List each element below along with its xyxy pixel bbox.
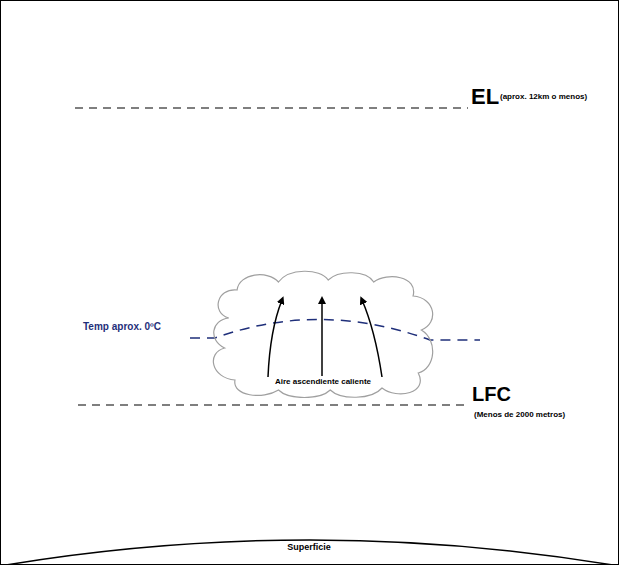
updraft-arrow [321, 300, 323, 376]
freezing-line [190, 319, 480, 340]
level-note: (Menos de 2000 metros) [474, 411, 565, 420]
level-note: (aprox. 12km o menos) [500, 93, 587, 102]
surface-curve [6, 540, 613, 565]
level-name: LFC [472, 383, 511, 405]
el-line [75, 107, 468, 108]
updraft-arrow [362, 300, 382, 377]
level-name: EL [471, 85, 499, 109]
cloud-shape: Aire ascendiente caliente [206, 268, 440, 398]
node-text: Aire ascendiente caliente [206, 378, 440, 387]
isotherm-label: Temp aprox. 0ºC [83, 321, 161, 332]
lfc-line [78, 404, 466, 405]
updraft-arrow [268, 300, 282, 377]
surface-label: Superficie [287, 543, 331, 553]
